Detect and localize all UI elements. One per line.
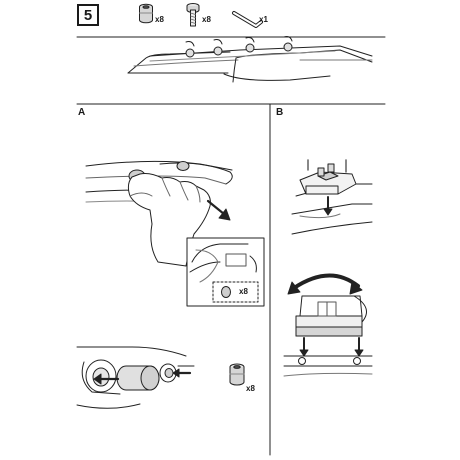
spacer-nut-part-quantity: x8 [246, 384, 255, 393]
spacer-nut-icon [139, 3, 153, 24]
foot-rotation-illustration [283, 273, 373, 377]
spacer-nut-part [229, 363, 245, 386]
detail-zoom-box [212, 281, 259, 303]
step-number: 5 [77, 4, 99, 26]
foot-assembly-illustration [291, 159, 373, 235]
allen-key-icon [232, 11, 263, 28]
section-b-label: B [276, 107, 284, 118]
bolt-quantity: x8 [202, 15, 211, 24]
bolt-icon [186, 3, 200, 27]
allen-key-quantity: x1 [259, 15, 268, 24]
inset-quantity: x8 [239, 287, 248, 296]
car-roof-overview [127, 36, 373, 83]
section-a-label: A [78, 107, 86, 118]
spacer-insertion-illustration [76, 346, 195, 409]
spacer-nut-quantity: x8 [155, 15, 164, 24]
detail-inset-box [186, 237, 265, 307]
direction-arrow [206, 199, 226, 216]
